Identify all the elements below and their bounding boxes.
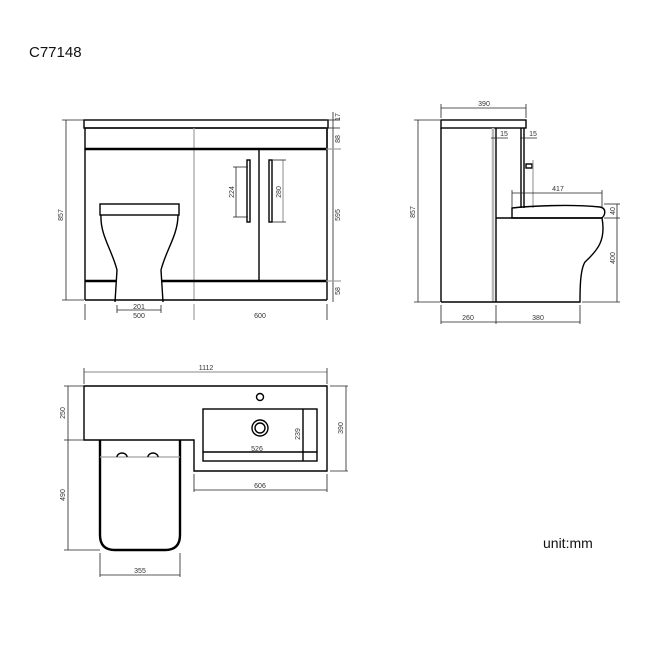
top-basin-width-label: 526 <box>251 446 263 453</box>
top-left-depth-label: 250 <box>60 407 67 419</box>
front-dim-17: 17 <box>335 113 342 121</box>
side-toilet-pan <box>441 217 604 303</box>
side-gap-left-label: 15 <box>500 131 508 138</box>
top-toilet-pan <box>98 440 182 552</box>
top-vanity-width-label: 606 <box>254 483 266 490</box>
side-worktop <box>440 119 527 129</box>
top-width-label: 1112 <box>199 365 214 372</box>
handle-right <box>268 159 273 223</box>
unit-note: unit:mm <box>543 535 593 551</box>
front-dim-595: 595 <box>335 209 342 221</box>
side-base-right-label: 380 <box>532 315 544 322</box>
top-toilet-width-label: 355 <box>134 568 146 575</box>
side-height-label: 857 <box>410 206 417 218</box>
front-right-width-label: 600 <box>254 313 266 320</box>
side-depth-label: 390 <box>478 101 490 108</box>
top-right-depth-label: 390 <box>338 422 345 434</box>
front-dim-88: 88 <box>335 135 342 143</box>
front-dim-58: 58 <box>335 287 342 295</box>
top-view: 1112 250 390 239 526 606 490 355 <box>60 365 348 577</box>
front-worktop <box>83 119 329 129</box>
top-toilet-depth-label: 490 <box>60 489 67 501</box>
front-toilet-pan <box>100 214 179 303</box>
side-toilet-seat <box>511 204 606 219</box>
front-left-width-label: 500 <box>133 313 145 320</box>
front-upper-panel <box>84 127 328 150</box>
front-toilet-cistern-lid <box>99 203 180 216</box>
front-toilet-width-label: 201 <box>133 304 145 311</box>
side-seat-thickness-label: 40 <box>610 207 617 215</box>
handle-right-label: 280 <box>276 186 283 198</box>
front-view: 857 17 88 595 58 224 280 201 500 600 <box>58 112 342 320</box>
handle-left-label: 224 <box>229 186 236 198</box>
top-basin-depth-label: 239 <box>295 428 302 440</box>
top-vanity-outline <box>83 385 328 472</box>
side-pan-height-label: 400 <box>610 252 617 264</box>
product-code: C77148 <box>29 44 82 61</box>
side-seat-length-label: 417 <box>552 186 564 193</box>
top-basin <box>202 408 318 462</box>
side-gap-right-label: 15 <box>529 131 537 138</box>
tap-hole-icon <box>255 392 265 402</box>
drain-icon <box>251 419 269 437</box>
handle-left <box>246 159 251 223</box>
side-view: 390 857 15 15 417 40 400 260 380 <box>410 101 620 324</box>
front-height-label: 857 <box>58 209 65 221</box>
side-base-left-label: 260 <box>462 315 474 322</box>
